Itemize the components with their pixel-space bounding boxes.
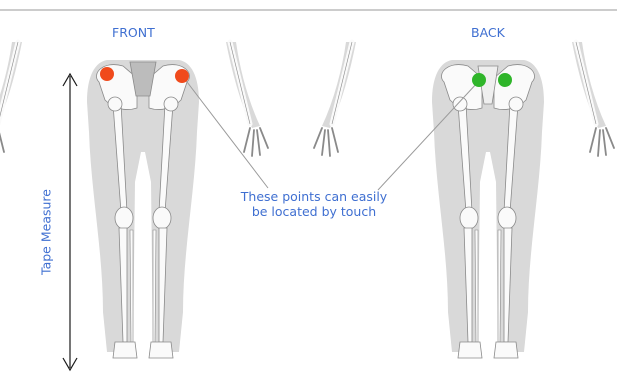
front-label: FRONT bbox=[112, 25, 155, 40]
back-right-landmark bbox=[498, 73, 512, 87]
tape-measure-arrow bbox=[63, 74, 77, 370]
back-label: BACK bbox=[471, 25, 505, 40]
tape-measure-label: Tape Measure bbox=[39, 189, 54, 275]
front-left-landmark bbox=[100, 67, 114, 81]
callout-text: These points can easily be located by to… bbox=[224, 189, 404, 219]
callout-line-2: be located by touch bbox=[224, 204, 404, 219]
callout-line-1: These points can easily bbox=[224, 189, 404, 204]
back-left-landmark bbox=[472, 73, 486, 87]
front-right-landmark bbox=[175, 69, 189, 83]
